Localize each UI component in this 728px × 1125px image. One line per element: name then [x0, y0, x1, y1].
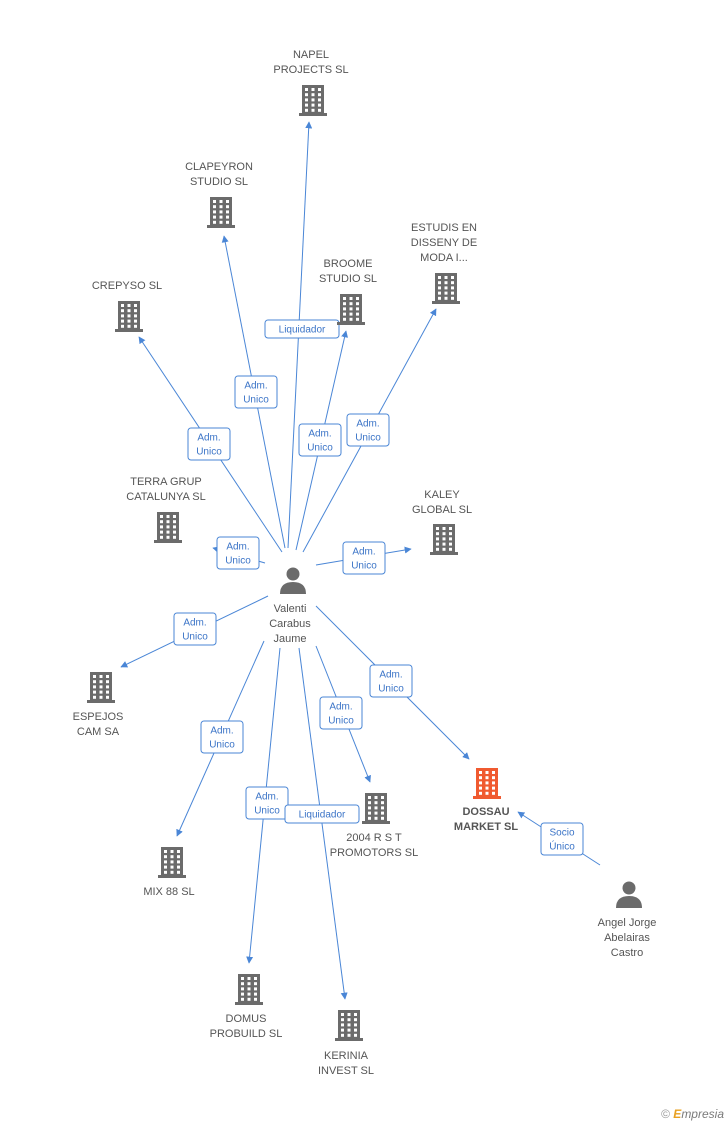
node-label-angel[interactable]: Angel Jorge — [598, 917, 657, 929]
building-icon[interactable] — [335, 1010, 363, 1041]
node-label-espejos[interactable]: CAM SA — [77, 726, 120, 738]
node-label-estudis[interactable]: MODA I... — [420, 252, 468, 264]
building-icon[interactable] — [87, 672, 115, 703]
node-label-kaley[interactable]: GLOBAL SL — [412, 504, 472, 516]
edge-label-text: Unico — [355, 433, 381, 444]
edge-label-text: Adm. — [308, 429, 331, 440]
node-label-kaley[interactable]: KALEY — [424, 489, 460, 501]
edge-label-valenti-kaley[interactable]: Adm. Unico — [342, 541, 386, 575]
building-icon[interactable] — [299, 85, 327, 116]
person-icon[interactable] — [616, 881, 642, 909]
edge-labels-layer: LiquidadorAdm.UnicoAdm.UnicoAdm.UnicoAdm… — [173, 319, 584, 856]
edge-label-valenti-terra[interactable]: Adm. Unico — [216, 536, 260, 570]
node-label-napel[interactable]: PROJECTS SL — [273, 64, 348, 76]
edge-label-valenti-estudis[interactable]: Adm. Unico — [346, 413, 390, 447]
edge-label-text: Unico — [254, 806, 280, 817]
node-label-clapeyron[interactable]: CLAPEYRON — [185, 161, 253, 173]
building-icon[interactable] — [207, 197, 235, 228]
edge-label-valenti-broome[interactable]: Adm. Unico — [298, 423, 342, 457]
edge-label-text: Unico — [209, 740, 235, 751]
edge-label-text: Adm. — [329, 702, 352, 713]
edge-label-text: Liquidador — [299, 810, 346, 821]
node-label-napel[interactable]: NAPEL — [293, 49, 329, 61]
brand-initial: E — [673, 1107, 682, 1121]
node-label-terra[interactable]: TERRA GRUP — [130, 476, 202, 488]
edge-label-text: Adm. — [352, 547, 375, 558]
edge-label-valenti-crepyso[interactable]: Adm. Unico — [187, 427, 231, 461]
edge-label-text: Adm. — [183, 618, 206, 629]
edge-label-valenti-napel[interactable]: Liquidador — [264, 319, 340, 339]
edge-label-text: Unico — [328, 716, 354, 727]
edge-label-text: Unico — [225, 556, 251, 567]
node-label-broome[interactable]: BROOME — [324, 258, 373, 270]
node-label-rst[interactable]: PROMOTORS SL — [330, 847, 418, 859]
edge-label-text: Adm. — [197, 433, 220, 444]
edge-label-text: Unico — [243, 395, 269, 406]
edge-label-text: Liquidador — [279, 325, 326, 336]
building-icon[interactable] — [337, 294, 365, 325]
building-icon[interactable] — [430, 524, 458, 555]
edge-label-valenti-dossau[interactable]: Adm. Unico — [369, 664, 413, 698]
nodes-layer: NAPEL PROJECTS SL CLAPEYRON STUDIO SL ESTUDI… — [73, 49, 657, 1077]
node-label-clapeyron[interactable]: STUDIO SL — [190, 176, 248, 188]
edge-label-valenti-domus[interactable]: Adm. Unico — [245, 786, 289, 820]
node-label-valenti[interactable]: Valenti — [274, 603, 307, 615]
node-label-kerinia[interactable]: INVEST SL — [318, 1065, 374, 1077]
node-label-angel[interactable]: Castro — [611, 947, 643, 959]
edge-label-text: Unico — [196, 447, 222, 458]
person-icon[interactable] — [280, 567, 306, 595]
edge-label-text: Socio — [549, 828, 574, 839]
node-label-domus[interactable]: PROBUILD SL — [210, 1028, 283, 1040]
building-icon[interactable] — [235, 974, 263, 1005]
edge-label-text: Unico — [351, 561, 377, 572]
node-label-angel[interactable]: Abelairas — [604, 932, 650, 944]
node-label-valenti[interactable]: Jaume — [273, 633, 306, 645]
copyright-credit[interactable]: © Empresia — [661, 1107, 724, 1121]
node-label-domus[interactable]: DOMUS — [226, 1013, 267, 1025]
edge-label-text: Adm. — [255, 792, 278, 803]
edge-label-valenti-mix88[interactable]: Adm. Unico — [200, 720, 244, 754]
edge-label-valenti-clapeyron[interactable]: Adm. Unico — [234, 375, 278, 409]
node-label-espejos[interactable]: ESPEJOS — [73, 711, 124, 723]
copyright-symbol: © — [661, 1107, 670, 1121]
node-label-crepyso[interactable]: CREPYSO SL — [92, 280, 162, 292]
node-label-estudis[interactable]: DISSENY DE — [411, 237, 477, 249]
edge-label-text: Adm. — [226, 542, 249, 553]
building-icon[interactable] — [473, 768, 501, 799]
edge-label-text: Unico — [307, 443, 333, 454]
building-icon[interactable] — [158, 847, 186, 878]
node-label-kerinia[interactable]: KERINIA — [324, 1050, 369, 1062]
edge-label-text: Adm. — [244, 381, 267, 392]
building-icon[interactable] — [115, 301, 143, 332]
edge-label-text: Adm. — [356, 419, 379, 430]
edge-label-valenti-rst[interactable]: Adm. Unico — [319, 696, 363, 730]
edge-label-valenti-kerinia[interactable]: Liquidador — [284, 804, 360, 824]
node-label-valenti[interactable]: Carabus — [269, 618, 311, 630]
edge-label-text: Unico — [182, 632, 208, 643]
building-icon[interactable] — [432, 273, 460, 304]
node-label-mix88[interactable]: MIX 88 SL — [143, 886, 194, 898]
node-label-broome[interactable]: STUDIO SL — [319, 273, 377, 285]
edge-label-text: Adm. — [379, 670, 402, 681]
edge-label-text: Único — [549, 840, 575, 853]
edge-label-valenti-espejos[interactable]: Adm. Unico — [173, 612, 217, 646]
building-icon[interactable] — [154, 512, 182, 543]
node-label-estudis[interactable]: ESTUDIS EN — [411, 222, 477, 234]
node-label-rst[interactable]: 2004 R S T — [346, 832, 402, 844]
brand-name: mpresia — [681, 1107, 724, 1121]
node-label-dossau[interactable]: MARKET SL — [454, 821, 518, 833]
node-label-dossau[interactable]: DOSSAU — [462, 806, 509, 818]
node-label-terra[interactable]: CATALUNYA SL — [126, 491, 205, 503]
building-icon[interactable] — [362, 793, 390, 824]
edge-label-text: Adm. — [210, 726, 233, 737]
edge-label-text: Unico — [378, 684, 404, 695]
